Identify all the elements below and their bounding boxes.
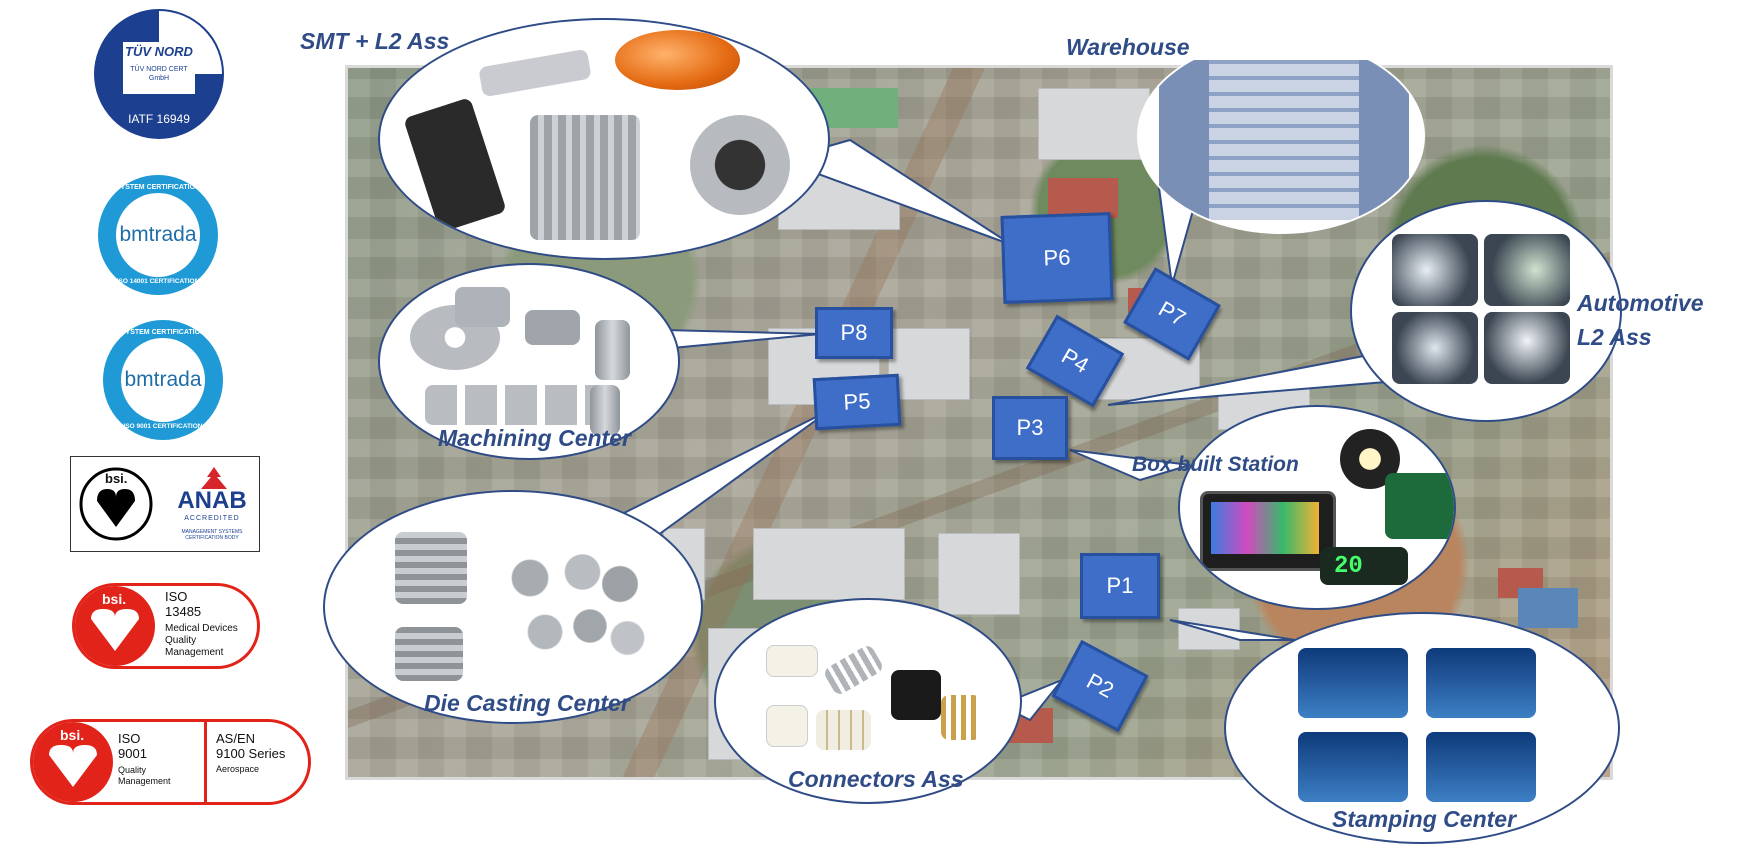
led-board-image xyxy=(478,48,592,98)
tuv-nord-seal-icon xyxy=(94,9,224,139)
machined-parts-row-image xyxy=(425,385,615,425)
tail-lamp-image-1 xyxy=(1392,234,1478,306)
pin-header-image xyxy=(816,710,871,750)
machining-label: Machining Center xyxy=(438,425,631,451)
bm14001-ring-top: SYSTEM CERTIFICATION xyxy=(115,184,201,191)
stamping-callout xyxy=(1224,612,1620,844)
iso13485-l3: Medical Devices xyxy=(165,623,238,634)
automotive-label-1: Automotive xyxy=(1577,290,1704,316)
white-connector-image xyxy=(766,645,818,677)
machined-shaft-image xyxy=(595,320,630,380)
iso13485-l2: 13485 xyxy=(165,604,202,619)
automotive-label-2: L2 Ass xyxy=(1577,324,1652,350)
box-built-label: Box built Station xyxy=(1132,453,1299,476)
anab-brand: ANAB xyxy=(177,487,247,514)
iso9001-l2: 9001 xyxy=(118,746,147,761)
digital-counter-image: 20 xyxy=(1320,547,1408,585)
plant-marker-p3[interactable]: P3 xyxy=(992,396,1068,460)
anab-body: MANAGEMENT SYSTEMS CERTIFICATION BODY xyxy=(181,529,243,541)
white-housing-image xyxy=(766,705,808,747)
tuv-brand: TÜV NORD xyxy=(125,44,193,59)
iso13485-l4: Quality xyxy=(165,635,197,646)
die-casting-label: Die Casting Center xyxy=(424,690,630,716)
bmtrada-iso14001-logo: SYSTEM CERTIFICATION bmtrada ISO 14001 C… xyxy=(93,170,223,300)
iso9001-l3: Quality xyxy=(118,765,147,775)
amber-lamp-image xyxy=(615,30,740,90)
bsi-iso9001-as9100-logo: bsi. ISO 9001 Quality Management AS/EN 9… xyxy=(30,719,311,805)
control-board-image xyxy=(1385,473,1454,539)
anab-bsi-text: bsi. xyxy=(105,471,128,486)
bsi-kitemark-icon xyxy=(91,609,139,651)
iso9001-bsi: bsi. xyxy=(60,727,85,743)
iso9001-r1: AS/EN xyxy=(216,731,256,746)
iso13485-l5: Management xyxy=(165,647,224,658)
plant-marker-p1[interactable]: P1 xyxy=(1080,553,1160,619)
bmtrada-ring-icon xyxy=(98,175,218,295)
box-built-callout: 20 xyxy=(1178,405,1456,610)
iso9001-r2: 9100 Series xyxy=(216,746,286,761)
die-cast-parts-image xyxy=(500,542,650,662)
machined-block-image xyxy=(455,287,510,327)
warehouse-racks-image xyxy=(1159,60,1409,220)
stamped-parts-image-4 xyxy=(1426,732,1536,802)
stamped-sheet-image-3 xyxy=(1298,732,1408,802)
iso13485-l1: ISO xyxy=(165,589,188,604)
tuv-line2: GmbH xyxy=(148,75,170,82)
plant-marker-p8[interactable]: P8 xyxy=(815,307,893,359)
connectors-label: Connectors Ass xyxy=(788,766,964,792)
counter-display: 20 xyxy=(1334,553,1363,580)
stamped-strip-image-1 xyxy=(1298,648,1408,718)
tuv-nord-cert-logo: TÜV NORD TÜV NORD CERT GmbH IATF 16949 xyxy=(93,8,225,140)
bm9001-brand: bmtrada xyxy=(124,368,202,391)
automotive-callout xyxy=(1350,200,1622,422)
tuv-line1: TÜV NORD CERT xyxy=(130,66,188,73)
warehouse-label: Warehouse xyxy=(1066,34,1190,60)
bsi-kitemark-icon xyxy=(79,467,153,541)
stamping-label: Stamping Center xyxy=(1332,806,1517,832)
plant-marker-p5[interactable]: P5 xyxy=(812,373,902,431)
gold-pins-image xyxy=(941,695,981,740)
bsi-anab-logo: bsi. ANAB ACCREDITED MANAGEMENT SYSTEMS … xyxy=(70,456,260,552)
bmtrada-iso9001-logo: SYSTEM CERTIFICATION bmtrada ISO 9001 CE… xyxy=(98,315,228,445)
machined-pin-image xyxy=(590,385,620,435)
machining-callout xyxy=(378,263,680,460)
round-driver-image xyxy=(690,115,790,215)
bm9001-ring-top: SYSTEM CERTIFICATION xyxy=(120,329,206,336)
crimp-terminals-image xyxy=(822,643,885,697)
machined-bracket-image xyxy=(525,310,580,345)
anab-flame-icon xyxy=(201,467,227,489)
cylinder-block-image-2 xyxy=(395,627,463,681)
tail-lamp-image-3 xyxy=(1392,312,1478,384)
smt-label: SMT + L2 Ass xyxy=(300,28,450,54)
iso13485-bsi: bsi. xyxy=(102,591,127,607)
tail-lamp-image-2 xyxy=(1484,234,1570,306)
iso9001-l1: ISO xyxy=(118,731,141,746)
bm9001-ring-bottom: ISO 9001 CERTIFICATION xyxy=(123,423,203,430)
black-connector-image xyxy=(891,670,941,720)
connectors-callout xyxy=(714,598,1022,804)
bmtrada-ring-icon xyxy=(103,320,223,440)
android-head-unit-image xyxy=(1200,491,1336,571)
plant-marker-p6[interactable]: P6 xyxy=(1000,212,1114,304)
smt-callout xyxy=(378,18,830,260)
warehouse-callout xyxy=(1137,38,1425,234)
iso9001-r3: Aerospace xyxy=(216,764,260,774)
stamped-parts-image-2 xyxy=(1426,648,1536,718)
anab-accredited: ACCREDITED xyxy=(184,515,240,522)
heatsink-image xyxy=(530,115,640,240)
bsi-kitemark-icon xyxy=(49,745,97,787)
tuv-standard: IATF 16949 xyxy=(128,112,190,126)
bm14001-brand: bmtrada xyxy=(119,223,197,246)
tail-lamp-image-4 xyxy=(1484,312,1570,384)
die-casting-callout xyxy=(323,490,703,724)
iso9001-l4: Management xyxy=(118,776,171,786)
cylinder-block-image-1 xyxy=(395,532,467,604)
bm14001-ring-bottom: ISO 14001 CERTIFICATION xyxy=(116,278,200,285)
bsi-iso13485-logo: bsi. ISO 13485 Medical Devices Quality M… xyxy=(72,583,260,669)
